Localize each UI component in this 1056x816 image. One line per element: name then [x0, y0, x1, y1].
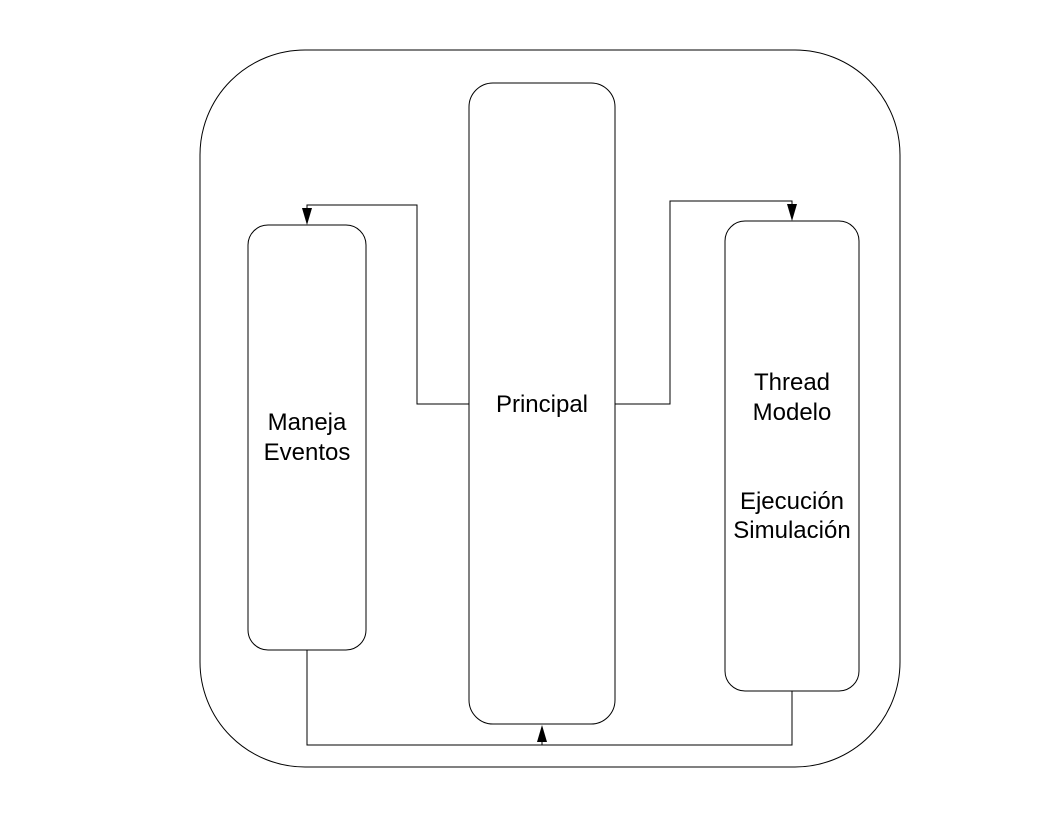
maneja-eventos-label-line2: Eventos [264, 439, 351, 466]
thread-modelo-label-line1: Thread [754, 369, 830, 396]
edge-maneja-eventos-to-principal [306, 650, 542, 746]
edge-principal-to-thread-modelo [615, 200, 793, 405]
maneja-eventos-label-line1: Maneja [268, 409, 347, 436]
arrowhead-maneja-eventos [302, 208, 312, 225]
thread-modelo-node [724, 220, 860, 692]
maneja-eventos-node [247, 224, 367, 651]
thread-modelo-label-line3: Ejecución [740, 488, 844, 515]
thread-modelo-label-line4: Simulación [733, 517, 850, 544]
principal-label: Principal [496, 391, 588, 418]
thread-modelo-label-line2: Modelo [753, 399, 832, 426]
edge-principal-to-maneja-eventos [306, 204, 469, 405]
arrowhead-principal [537, 725, 547, 742]
arrowhead-thread-modelo [787, 204, 797, 221]
